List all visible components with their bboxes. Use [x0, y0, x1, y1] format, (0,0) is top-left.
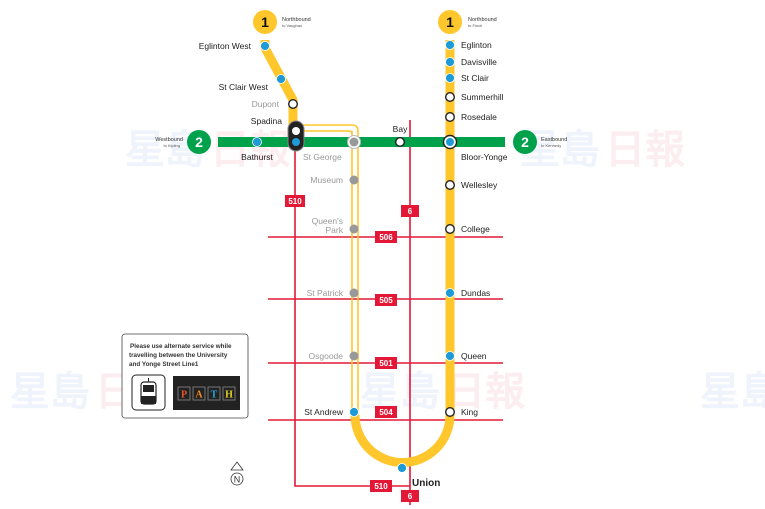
path-letter: P [181, 390, 187, 401]
line-2 [218, 137, 505, 147]
destination-label: to Kipling [164, 143, 180, 148]
svg-text:日報: 日報 [210, 127, 290, 173]
route-510-badge-south[interactable]: 510 [370, 480, 392, 492]
route-6-badge[interactable]: 6 [401, 205, 419, 217]
station-museum[interactable]: Museum [310, 175, 343, 185]
path-logo: P A T H [173, 376, 240, 410]
destination-label: to Kennedy [541, 143, 561, 148]
route-label: 505 [379, 296, 393, 305]
station-eglinton[interactable]: Eglinton [461, 40, 492, 50]
svg-text:日報: 日報 [445, 369, 525, 415]
station-summerhill[interactable]: Summerhill [461, 92, 504, 102]
station-college[interactable]: College [461, 224, 490, 234]
station-st-clair[interactable]: St Clair [461, 73, 489, 83]
accessible-station-icons [252, 40, 455, 473]
route-504-badge[interactable]: 504 [375, 406, 397, 418]
station-osgoode[interactable]: Osgoode [309, 351, 344, 361]
route-label: 504 [379, 408, 393, 417]
station-st-george[interactable]: St George [303, 152, 342, 162]
interchange-markers [287, 120, 458, 152]
route-badges: 510 6 506 505 501 504 510 6 [285, 195, 419, 502]
station-st-andrew[interactable]: St Andrew [304, 407, 344, 417]
line-2-badge: 2 [195, 134, 203, 150]
station-markers [288, 91, 456, 418]
route-label: 6 [408, 492, 413, 501]
direction-label: Eastbound [541, 137, 567, 143]
station-king[interactable]: King [461, 407, 478, 417]
route-label: 510 [374, 482, 388, 491]
path-letter: T [211, 390, 218, 401]
station-st-patrick[interactable]: St Patrick [307, 288, 344, 298]
path-letter: H [225, 390, 233, 401]
svg-text:星島: 星島 [10, 369, 90, 415]
route-506-badge[interactable]: 506 [375, 231, 397, 243]
streetcar-icon [131, 374, 166, 411]
route-label: 510 [288, 197, 302, 206]
closed-station-markers [347, 135, 361, 361]
streetcar-routes [268, 120, 503, 505]
svg-text:星島: 星島 [700, 369, 765, 415]
north-label: N [234, 475, 241, 485]
line-2-badge: 2 [521, 134, 529, 150]
path-letter: A [195, 390, 203, 401]
route-label: 501 [379, 359, 393, 368]
line-2-west-terminal[interactable]: 2 Westbound to Kipling [155, 130, 211, 154]
station-queens-park[interactable]: Queen's [312, 216, 343, 226]
notice-text: and Yonge Street Line1 [129, 361, 199, 368]
station-queen[interactable]: Queen [461, 351, 487, 361]
station-st-clair-west[interactable]: St Clair West [219, 82, 269, 92]
route-505-badge[interactable]: 505 [375, 294, 397, 306]
line-1-badge: 1 [446, 14, 454, 30]
line-1-badge: 1 [261, 14, 269, 30]
station-labels: Eglinton West St Clair West Dupont Spadi… [199, 40, 508, 489]
notice-text: Please use alternate service while [130, 343, 232, 350]
direction-label: Northbound [282, 17, 311, 23]
destination-label: to Vaughan [282, 23, 302, 28]
direction-label: Northbound [468, 17, 497, 23]
route-label: 6 [408, 207, 413, 216]
station-davisville[interactable]: Davisville [461, 57, 497, 67]
notice-text: travelling between the University [129, 352, 228, 359]
station-bloor-yonge[interactable]: Bloor-Yonge [461, 152, 508, 162]
svg-text:星島: 星島 [360, 369, 440, 415]
line-1-west-terminal[interactable]: 1 Northbound to Vaughan [253, 10, 311, 34]
north-arrow-icon: N [230, 461, 244, 486]
svg-text:日報: 日報 [605, 127, 685, 173]
station-rosedale[interactable]: Rosedale [461, 112, 497, 122]
route-510-badge[interactable]: 510 [285, 195, 305, 207]
station-bathurst[interactable]: Bathurst [241, 152, 273, 162]
station-dupont[interactable]: Dupont [252, 99, 280, 109]
destination-label: to Finch [468, 23, 482, 28]
route-6-badge-south[interactable]: 6 [401, 490, 419, 502]
route-501-badge[interactable]: 501 [375, 357, 397, 369]
service-notice: Please use alternate service while trave… [121, 333, 249, 419]
line-1-east-terminal[interactable]: 1 Northbound to Finch [438, 10, 497, 34]
line-2-east-terminal[interactable]: 2 Eastbound to Kennedy [513, 130, 567, 154]
direction-label: Westbound [155, 137, 183, 143]
route-label: 506 [379, 233, 393, 242]
station-wellesley[interactable]: Wellesley [461, 180, 498, 190]
station-queens-park-2: Park [326, 225, 344, 235]
station-union[interactable]: Union [412, 478, 440, 489]
station-bay[interactable]: Bay [393, 124, 408, 134]
station-eglinton-west[interactable]: Eglinton West [199, 41, 252, 51]
station-spadina[interactable]: Spadina [251, 116, 282, 126]
station-dundas[interactable]: Dundas [461, 288, 490, 298]
